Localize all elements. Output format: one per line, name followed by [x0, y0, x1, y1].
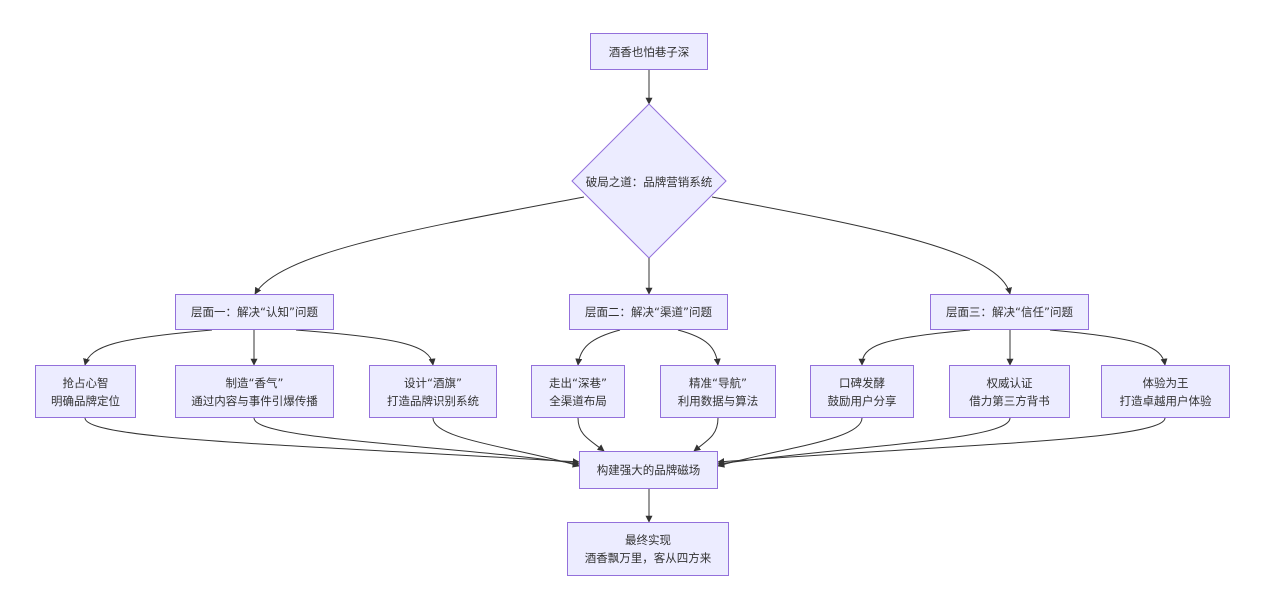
- c2-node: 制造“香气” 通过内容与事件引爆传播: [175, 365, 334, 418]
- edge-c7-field: [717, 417, 1011, 467]
- edge-hub-layer3: [711, 196, 1012, 295]
- c8-node: 体验为王 打造卓越用户体验: [1101, 365, 1230, 418]
- edge-c2-field: [253, 417, 580, 467]
- edge-layer3-c8: [1049, 329, 1168, 366]
- edge-c8-field: [717, 417, 1166, 466]
- edge-c1-field: [84, 417, 580, 466]
- start-node: 酒香也怕巷子深: [590, 33, 708, 70]
- edge-layer1-c3: [295, 329, 436, 366]
- layer3-node: 层面三：解决“信任”问题: [930, 294, 1089, 330]
- edge-hub-layer1: [254, 196, 585, 295]
- result-node: 最终实现 酒香飘万里，客从四方来: [567, 522, 729, 576]
- layer2-node: 层面二：解决“渠道”问题: [569, 294, 728, 330]
- c1-node: 抢占心智 明确品牌定位: [35, 365, 136, 418]
- c5-node: 精准“导航” 利用数据与算法: [660, 365, 776, 418]
- edge-c5-field: [693, 417, 719, 452]
- layer1-node: 层面一：解决“认知”问题: [175, 294, 334, 330]
- edge-c6-field: [717, 417, 863, 468]
- c6-node: 口碑发酵 鼓励用户分享: [810, 365, 914, 418]
- c3-node: 设计“酒旗” 打造品牌识别系统: [369, 365, 497, 418]
- c4-node: 走出“深巷” 全渠道布局: [531, 365, 625, 418]
- edge-layer2-c4: [575, 329, 621, 366]
- hub-label: 破局之道：品牌营销系统: [585, 175, 713, 189]
- field-node: 构建强大的品牌磁场: [579, 451, 718, 489]
- edge-layer1-c1: [83, 329, 213, 366]
- edge-layer2-c5: [677, 329, 721, 366]
- edge-c3-field: [432, 417, 580, 468]
- edge-layer3-c6: [858, 329, 971, 366]
- c7-node: 权威认证 借力第三方背书: [949, 365, 1070, 418]
- edge-c4-field: [577, 417, 605, 452]
